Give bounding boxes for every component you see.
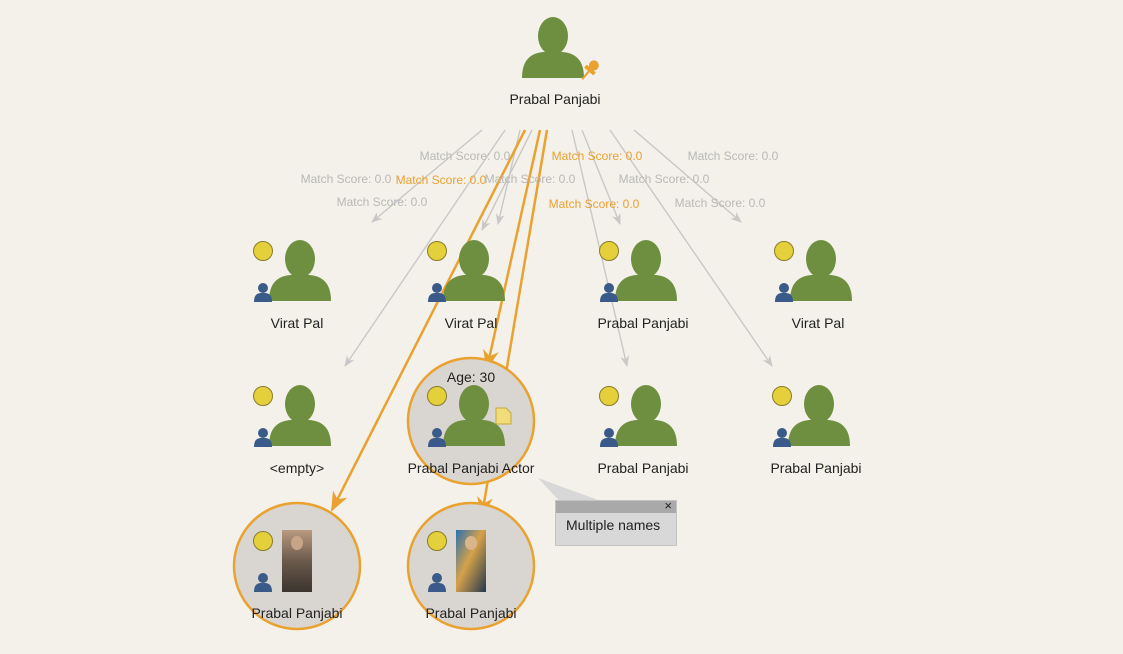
person-badge-icon (254, 428, 272, 447)
person-icon (443, 240, 505, 301)
entity-node[interactable]: Virat Pal (427, 240, 506, 331)
multiple-names-callout: × Multiple names (555, 498, 677, 546)
status-dot-icon (427, 241, 447, 261)
node-label: Virat Pal (271, 315, 324, 331)
edge-arrow[interactable] (483, 129, 542, 370)
person-badge-icon (428, 428, 446, 447)
status-dot-icon (599, 386, 619, 406)
edge-match-score-label: Match Score: 0.0 (619, 172, 710, 186)
callout-titlebar: × (556, 498, 676, 513)
entity-node[interactable]: Virat Pal (253, 240, 332, 331)
node-label: Virat Pal (792, 315, 845, 331)
node-label: Prabal Panjabi (597, 460, 688, 476)
edge-match-score-label: Match Score: 0.0 (688, 149, 779, 163)
close-icon[interactable]: × (664, 498, 672, 513)
status-dot-icon (253, 531, 273, 551)
edge-match-score-label: Match Score: 0.0 (675, 196, 766, 210)
edge-arrow[interactable] (633, 129, 742, 223)
person-icon (269, 385, 331, 446)
entity-node[interactable]: Prabal Panjabi (597, 385, 689, 476)
standing-man-photo (456, 530, 486, 592)
callout-text: Multiple names (566, 517, 661, 533)
person-icon (790, 240, 852, 301)
status-dot-icon (253, 241, 273, 261)
person-badge-icon (428, 573, 446, 592)
node-label: Virat Pal (445, 315, 498, 331)
person-badge-icon (254, 573, 272, 592)
person-icon (443, 385, 505, 446)
status-dot-icon (427, 386, 447, 406)
node-label: Prabal Panjabi (509, 91, 600, 107)
person-icon (615, 240, 677, 301)
entity-node[interactable]: Prabal Panjabi (597, 240, 689, 331)
selected-entity-node[interactable]: Prabal Panjabi (406, 501, 536, 631)
edge-match-score-label: Match Score: 0.0 (396, 173, 487, 187)
entity-node[interactable]: Virat Pal (774, 240, 853, 331)
node-label: Prabal Panjabi (770, 460, 861, 476)
person-icon (522, 17, 584, 78)
edge-match-score-label: Match Score: 0.0 (337, 195, 428, 209)
edge-arrow[interactable] (609, 129, 773, 367)
person-badge-icon (773, 428, 791, 447)
person-icon (788, 385, 850, 446)
node-label: Prabal Panjabi (425, 605, 516, 621)
pin-icon[interactable] (578, 58, 602, 83)
edge-match-score-label: Match Score: 0.0 (552, 149, 643, 163)
selected-entity-node[interactable]: Age: 30 Prabal Panjabi Actor (406, 356, 536, 486)
selected-entity-node[interactable]: Prabal Panjabi (232, 501, 362, 631)
edge-arrow[interactable] (581, 129, 621, 226)
edge-match-score-label: Match Score: 0.0 (549, 197, 640, 211)
edge-arrow[interactable] (344, 129, 506, 367)
node-label: Prabal Panjabi (251, 605, 342, 621)
edge-arrow[interactable] (330, 129, 527, 512)
person-badge-icon (254, 283, 272, 302)
status-dot-icon (599, 241, 619, 261)
edge-match-score-label: Match Score: 0.0 (301, 172, 392, 186)
root-node[interactable]: Prabal Panjabi (509, 17, 601, 107)
person-badge-icon (600, 428, 618, 447)
seated-man-photo (282, 530, 312, 592)
node-attribute-text: Age: 30 (447, 369, 495, 385)
edge-match-score-label: Match Score: 0.0 (485, 172, 576, 186)
note-icon[interactable] (495, 407, 512, 425)
entity-node[interactable]: <empty> (253, 385, 332, 476)
status-dot-icon (774, 241, 794, 261)
person-icon (615, 385, 677, 446)
edge-arrow[interactable] (371, 129, 483, 223)
node-label: <empty> (270, 460, 324, 476)
person-badge-icon (428, 283, 446, 302)
node-label: Prabal Panjabi (597, 315, 688, 331)
status-dot-icon (253, 386, 273, 406)
node-label: Prabal Panjabi Actor (408, 460, 535, 476)
status-dot-icon (772, 386, 792, 406)
status-dot-icon (427, 531, 447, 551)
person-badge-icon (600, 283, 618, 302)
person-badge-icon (775, 283, 793, 302)
edge-arrow[interactable] (481, 129, 533, 232)
edge-match-score-label: Match Score: 0.0 (420, 149, 511, 163)
person-icon (269, 240, 331, 301)
entity-node[interactable]: Prabal Panjabi (770, 385, 862, 476)
